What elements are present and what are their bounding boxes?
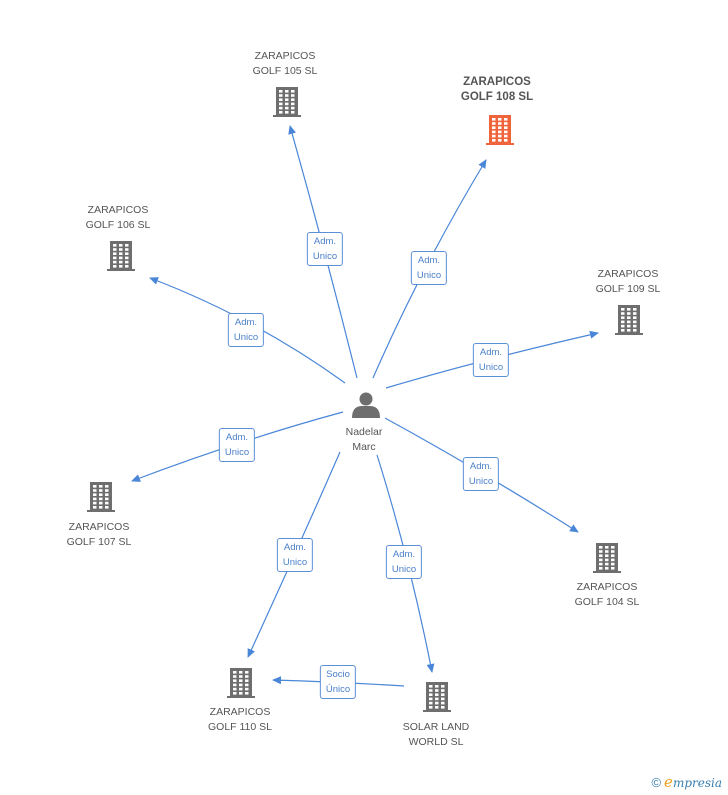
relation-role-line1: Adm. <box>225 432 249 443</box>
relation-label-center-golf110[interactable]: Adm. Unico <box>276 538 314 572</box>
brand-logo-e: e <box>664 773 673 791</box>
relation-role-line1: Adm. <box>469 461 493 472</box>
person-name[interactable]: Nadelar Marc <box>345 426 383 453</box>
relation-role-line1: Adm. <box>313 236 337 247</box>
relation-role-line2: Unico <box>468 476 494 487</box>
relation-role-line1: Adm. <box>417 255 441 266</box>
relation-role-line2: Único <box>325 684 351 695</box>
building-icon-solar[interactable] <box>423 682 451 712</box>
relation-role-line1: Adm. <box>479 347 503 358</box>
relation-role-line1: Adm. <box>392 549 416 560</box>
relation-role-line1: Adm. <box>283 542 307 553</box>
company-name-golf109[interactable]: ZARAPICOS GOLF 109 SL <box>595 268 661 295</box>
building-icon-golf110[interactable] <box>227 668 255 698</box>
relation-role-line2: Unico <box>416 270 442 281</box>
relation-role-line2: Unico <box>312 251 338 262</box>
person-icon[interactable] <box>352 392 380 419</box>
relation-label-center-solar[interactable]: Adm. Unico <box>385 545 423 579</box>
company-name-golf110[interactable]: ZARAPICOS GOLF 110 SL <box>207 706 272 733</box>
building-icon-golf106[interactable] <box>107 241 135 271</box>
relation-label-center-golf108[interactable]: Adm. Unico <box>410 251 448 285</box>
footer-brand: ©empresia <box>651 773 722 791</box>
building-icon-golf105[interactable] <box>273 87 301 117</box>
company-name-golf107[interactable]: ZARAPICOS GOLF 107 SL <box>66 521 132 548</box>
relation-role-line2: Unico <box>233 332 259 343</box>
relation-label-center-golf109[interactable]: Adm. Unico <box>472 343 510 377</box>
relation-role-line2: Unico <box>282 557 308 568</box>
company-name-golf104[interactable]: ZARAPICOS GOLF 104 SL <box>574 581 640 608</box>
relation-role-line2: Unico <box>224 447 250 458</box>
company-name-solar[interactable]: SOLAR LAND WORLD SL <box>402 721 470 748</box>
relation-role-line2: Unico <box>478 362 504 373</box>
company-name-golf108[interactable]: ZARAPICOS GOLF 108 SL <box>460 76 534 103</box>
relation-label-center-golf104[interactable]: Adm. Unico <box>462 457 500 491</box>
copyright-symbol: © <box>651 775 662 790</box>
building-icon-golf108[interactable] <box>486 115 514 145</box>
relation-role-line1: Adm. <box>234 317 258 328</box>
company-name-golf105[interactable]: ZARAPICOS GOLF 105 SL <box>252 50 318 77</box>
relation-role-line1: Socio <box>326 669 350 680</box>
building-icon-golf107[interactable] <box>87 482 115 512</box>
relation-label-center-golf106[interactable]: Adm. Unico <box>227 313 265 347</box>
company-name-golf106[interactable]: ZARAPICOS GOLF 106 SL <box>85 204 151 231</box>
relation-label-center-golf105[interactable]: Adm. Unico <box>306 232 344 266</box>
building-icon-golf109[interactable] <box>615 305 643 335</box>
relation-label-center-golf107[interactable]: Adm. Unico <box>218 428 256 462</box>
building-icon-golf104[interactable] <box>593 543 621 573</box>
relation-role-line2: Unico <box>391 564 417 575</box>
brand-logo-text: mpresia <box>672 776 722 790</box>
